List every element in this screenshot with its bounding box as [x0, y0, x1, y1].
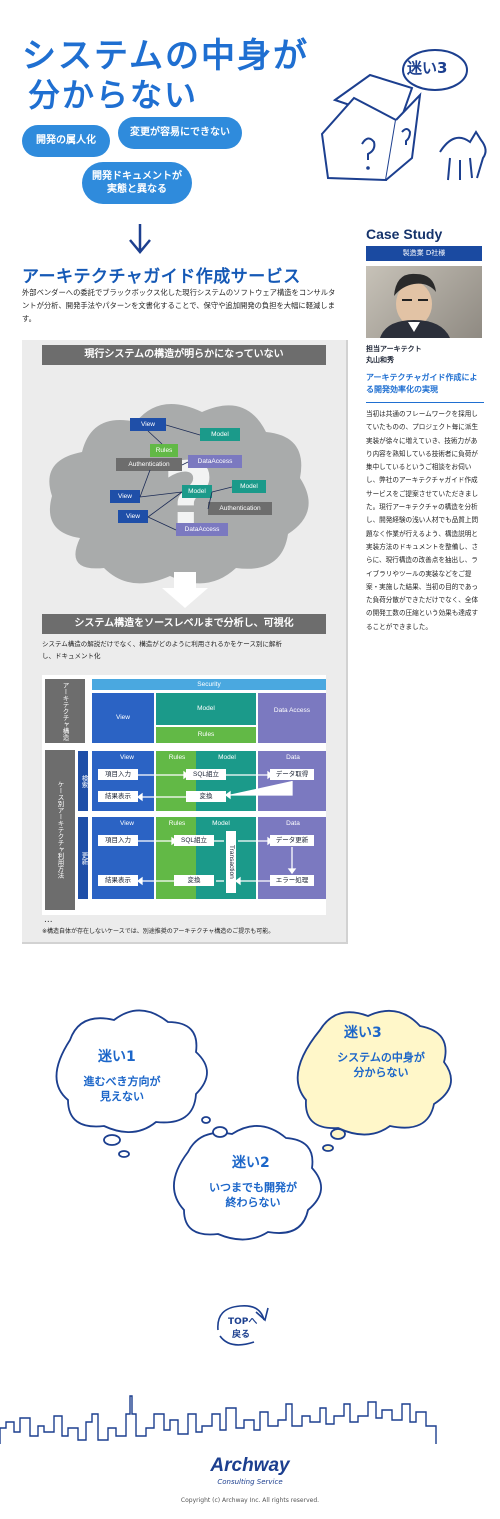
search-item-input: 項目入力 [98, 769, 138, 780]
side-label-structure: アーキテクチャ構造 [45, 679, 85, 743]
back-to-top-link[interactable]: TOPへ 戻る [210, 1300, 274, 1350]
arch-rules: Rules [156, 727, 256, 743]
case-study-headline: アーキテクチャガイド作成による開発効率化の実現 [366, 372, 484, 403]
update-convert: 変換 [174, 875, 214, 886]
cloud-model-2: Model [232, 480, 266, 493]
service-intro: 外部ベンダーへの委託でブラックボックス化した現行システムのソフトウェア構造をコン… [22, 288, 336, 323]
cloud-3-text: システムの中身が 分からない [337, 1051, 425, 1079]
cloud-authentication-2: Authentication [208, 502, 272, 515]
footer-logo-subtitle: Consulting Service [217, 1478, 283, 1486]
row-label-update: 更新 [78, 817, 88, 899]
city-skyline-illustration [0, 1395, 437, 1444]
cloud-1-label: 迷い1 [98, 1049, 136, 1065]
search-convert: 変換 [186, 791, 226, 802]
row-label-search: 検索 [78, 751, 88, 811]
architect-name: 丸山和秀 [366, 356, 394, 364]
cloud-dataaccess-2: DataAccess [176, 523, 228, 536]
cloud-model-3: Model [182, 485, 212, 498]
search-data-fetch: データ取得 [270, 769, 314, 780]
search-rules-head: Rules [168, 754, 186, 761]
transition-arrow-icon [162, 572, 208, 608]
diagram-panel: 現行システムの構造が明らかになっていない ? View Model Rules … [22, 340, 348, 944]
back-to-top-arrow-icon [217, 1304, 269, 1346]
cloud-view-3: View [118, 510, 148, 523]
update-sql-build: SQL組立 [174, 835, 214, 846]
update-item-input: 項目入力 [98, 835, 138, 846]
search-result-display: 結果表示 [98, 791, 138, 802]
update-transaction: Transaction [226, 831, 236, 893]
cloud-view-2: View [110, 490, 140, 503]
cloud-2-text: いつまでも開発が 終わらない [209, 1181, 297, 1209]
update-result-display: 結果表示 [98, 875, 138, 886]
page-title-line1: システムの中身が [22, 36, 309, 76]
symptom-bubble-1: 開発の属人化 [22, 125, 110, 157]
search-sql-build: SQL組立 [186, 769, 226, 780]
copyright: Copyright (c) Archway Inc. All rights re… [180, 1497, 320, 1504]
arch-data-access: Data Access [258, 693, 326, 743]
cloud-1-text: 進むべき方向が 見えない [83, 1075, 161, 1103]
diagram-more: ... [44, 915, 53, 925]
down-arrow-icon [129, 224, 151, 254]
page-title-line2: 分からない [28, 76, 199, 114]
search-view-head: View [120, 754, 134, 761]
cloud-model-1: Model [200, 428, 240, 441]
panel-bar-analysis: システム構造をソースレベルまで分析し、可視化 [42, 614, 326, 634]
panel-description: システム構造の解説だけでなく、構造がどのように利用されるかをケース別に解析し、ド… [42, 640, 282, 660]
architecture-diagram: アーキテクチャ構造 ケース別アーキテクチャ利用方法 Security View … [42, 675, 326, 915]
case-study-client-tag: 製造業 D社様 [366, 246, 482, 261]
update-data-update: データ更新 [270, 835, 314, 846]
panel-bar-current: 現行システムの構造が明らかになっていない [42, 345, 326, 365]
back-to-top-line1: TOPへ [228, 1317, 258, 1327]
thought-clouds [55, 1009, 452, 1241]
flow-arrows [136, 770, 297, 886]
architect-photo [366, 266, 482, 338]
side-label-usage: ケース別アーキテクチャ利用方法 [45, 750, 75, 910]
arch-model: Model [156, 693, 256, 725]
update-error-handling: エラー処理 [270, 875, 314, 886]
security-layer: Security [92, 679, 326, 690]
architect-role: 担当アーキテクト [366, 345, 422, 353]
update-rules-head: Rules [168, 820, 186, 827]
cloud-2-label: 迷い2 [232, 1155, 270, 1171]
badge-label: 迷い3 [407, 59, 448, 77]
cloud-3-label: 迷い3 [344, 1025, 382, 1041]
case-study-body: 当初は共通のフレームワークを採用していたものの、プロジェクト毎に派生実装が徐々に… [366, 410, 479, 631]
update-data-head: Data [286, 820, 300, 827]
update-model-head: Model [212, 820, 230, 827]
update-view-head: View [120, 820, 134, 827]
confused-house-illustration [320, 49, 487, 182]
arch-view: View [92, 693, 154, 743]
panel-note: ※構造自体が存在しないケースでは、別途推奨のアーキテクチャ構造のご提示も可能。 [42, 928, 275, 935]
cloud-authentication-1: Authentication [116, 458, 182, 471]
cloud-rules: Rules [150, 444, 178, 457]
footer-logo[interactable]: Archway [210, 1455, 290, 1476]
cloud-view-1: View [130, 418, 166, 431]
cloud-dataaccess-1: DataAccess [188, 455, 242, 468]
search-data-head: Data [286, 754, 300, 761]
back-to-top-line2: 戻る [232, 1330, 251, 1340]
cloud-connector-lines [139, 424, 233, 531]
case-study-heading: Case Study [366, 226, 443, 242]
search-model-head: Model [218, 754, 236, 761]
symptom-bubble-3: 開発ドキュメントが 実態と異なる [82, 162, 192, 204]
symptom-bubble-2: 変更が容易にできない [118, 117, 242, 149]
service-title: アーキテクチャガイド作成サービス [22, 267, 301, 287]
